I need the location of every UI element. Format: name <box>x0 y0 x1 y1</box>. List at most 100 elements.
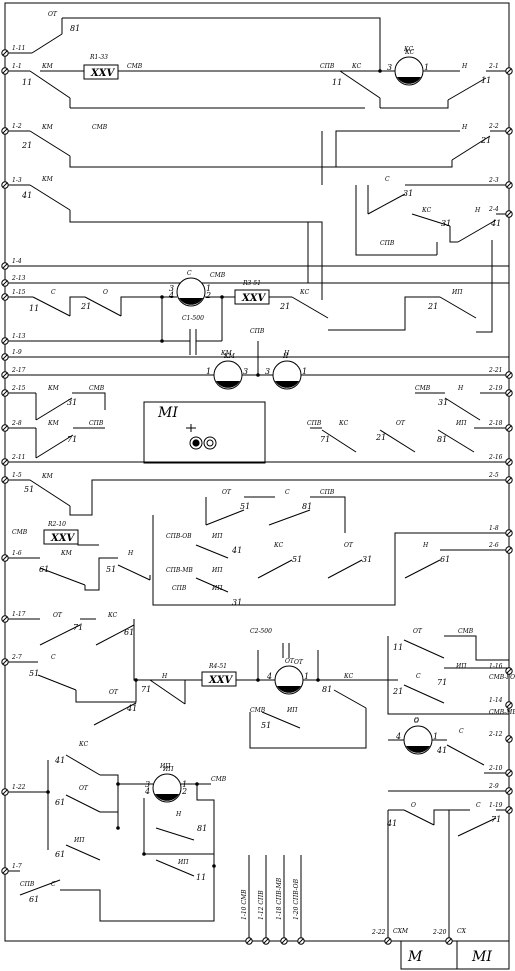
relay-name: О <box>414 718 419 725</box>
diagram-label: СМВ <box>89 385 105 392</box>
motor-box <box>400 940 510 970</box>
diagram-label: С <box>416 673 421 680</box>
diagram-label: С <box>476 802 481 809</box>
diagram-label: КМ <box>60 550 73 557</box>
diagram-label: 51 <box>29 669 39 678</box>
relay-pin-right: 1 <box>304 672 309 681</box>
terminal-bottom-label: 1-10 СМВ <box>241 889 248 920</box>
terminal-left-label: 1-9 <box>12 349 22 356</box>
terminal-left-label: 1-22 <box>12 784 26 791</box>
relay-pin-left: 1 <box>206 367 211 376</box>
diagram-label: С <box>285 489 290 496</box>
mi-panel <box>143 401 266 464</box>
diagram-label: 11 <box>22 78 32 87</box>
terminal-right-label: 1-19 <box>489 802 503 809</box>
diagram-label: СМВ <box>211 776 227 783</box>
relay-pin-right: 3 <box>243 367 248 376</box>
diagram-label: 11 <box>29 304 39 313</box>
mi-panel-label: MI <box>157 405 178 421</box>
relay-pin-left: 3 <box>145 780 150 789</box>
diagram-label: 31 <box>67 398 77 407</box>
relay-name: КМ <box>223 353 236 360</box>
diagram-label: ИП <box>211 533 223 540</box>
relay-pin-left: 3 <box>169 284 174 293</box>
diagram-label: 21 <box>427 302 438 311</box>
diagram-label: ОТ <box>344 542 354 549</box>
diagram-label: КМ <box>41 473 54 480</box>
terminal-left-label: 2-7 <box>11 654 22 661</box>
diagram-label: 41 <box>386 819 397 828</box>
diagram-label: R4-51 <box>208 663 227 670</box>
diagram-label: 21 <box>279 302 290 311</box>
diagram-label: С <box>51 289 56 296</box>
diagram-label: 71 <box>437 678 447 687</box>
diagram-label: 71 <box>320 435 330 444</box>
terminal-left-label: 1-13 <box>12 333 26 340</box>
diagram-label: 71 <box>491 815 501 824</box>
diagram-label: Н <box>422 542 429 549</box>
relay-pin-left: 3 <box>387 63 392 72</box>
terminal-left-label: 2-15 <box>11 385 26 392</box>
diagram-label: КС <box>299 289 310 296</box>
terminal-left-label: 2-8 <box>11 420 22 427</box>
diagram-label: 81 <box>302 502 312 511</box>
terminal-left-label: 2-13 <box>11 275 26 282</box>
diagram-label: ОТ <box>48 11 58 18</box>
relay-name: С <box>187 270 192 277</box>
diagram-label: 51 <box>292 555 302 564</box>
diagram-label: 31 <box>441 219 451 228</box>
diagram-label: СМВ <box>127 63 143 70</box>
diagram-label: 21 <box>480 136 491 145</box>
diagram-label: ИП <box>211 585 223 592</box>
diagram-label: КС <box>338 420 349 427</box>
terminal-bottom-label: 2-22 <box>371 929 386 936</box>
terminal-bottom-label: 1-12 СПВ <box>258 890 265 920</box>
diagram-label: ИП <box>159 763 171 770</box>
diagram-label: 11 <box>196 873 206 882</box>
diagram-label: 11 <box>481 76 491 85</box>
terminal-left-label: 1-3 <box>12 177 22 184</box>
coil-text: XXV <box>90 68 116 79</box>
terminal-right-label: 2-18 <box>488 420 503 427</box>
diagram-label: 81 <box>70 24 80 33</box>
diagram-label: СХМ <box>393 928 409 935</box>
diagram-label: КС <box>403 46 414 53</box>
diagram-label: Н <box>474 207 481 214</box>
coil-box <box>43 529 79 545</box>
terminal-right-label: 2-1 <box>488 63 499 70</box>
coil-box <box>234 289 270 305</box>
diagram-label: КМ <box>41 176 54 183</box>
diagram-label: 61 <box>124 628 134 637</box>
diagram-label: СПВ <box>307 420 322 427</box>
terminals-layer: 1-111-11-21-31-42-131-151-131-92-172-152… <box>1 45 513 945</box>
terminal-right-label: 2-12 <box>488 731 503 738</box>
relay-name: ОТ <box>285 658 295 665</box>
terminal-left-label: 1-7 <box>12 863 22 870</box>
relay-name: КС <box>404 49 415 56</box>
relay-pin-left: 4 <box>266 672 272 681</box>
terminal-right-label: 2-5 <box>488 472 499 479</box>
diagram-label: ИП <box>455 420 467 427</box>
diagram-label: 41 <box>490 219 501 228</box>
diagram-label: 61 <box>29 895 39 904</box>
diagram-label: СПВ <box>320 489 335 496</box>
diagram-label: ИП <box>73 837 85 844</box>
diagram-label: КС <box>343 673 354 680</box>
diagram-label: С <box>51 654 56 661</box>
diagram-label: СМВ-МВ <box>489 709 515 716</box>
diagram-label: ИП <box>455 663 467 670</box>
terminal-left-label: 1-4 <box>12 258 22 265</box>
diagram-label: Н <box>461 124 468 131</box>
diagram-label: СМВ <box>210 272 226 279</box>
diagram-label: ИП <box>286 707 298 714</box>
diagram-label: КМ <box>220 350 233 357</box>
terminal-right-label: 2-19 <box>488 385 503 392</box>
diagram-label: О <box>414 717 419 724</box>
junction-dots <box>46 69 382 868</box>
relay-pin-right: 1 <box>206 284 211 293</box>
diagram-label: КМ <box>41 63 54 70</box>
relay-pin-right: 1 <box>424 63 429 72</box>
diagram-label: C1-500 <box>182 315 204 322</box>
